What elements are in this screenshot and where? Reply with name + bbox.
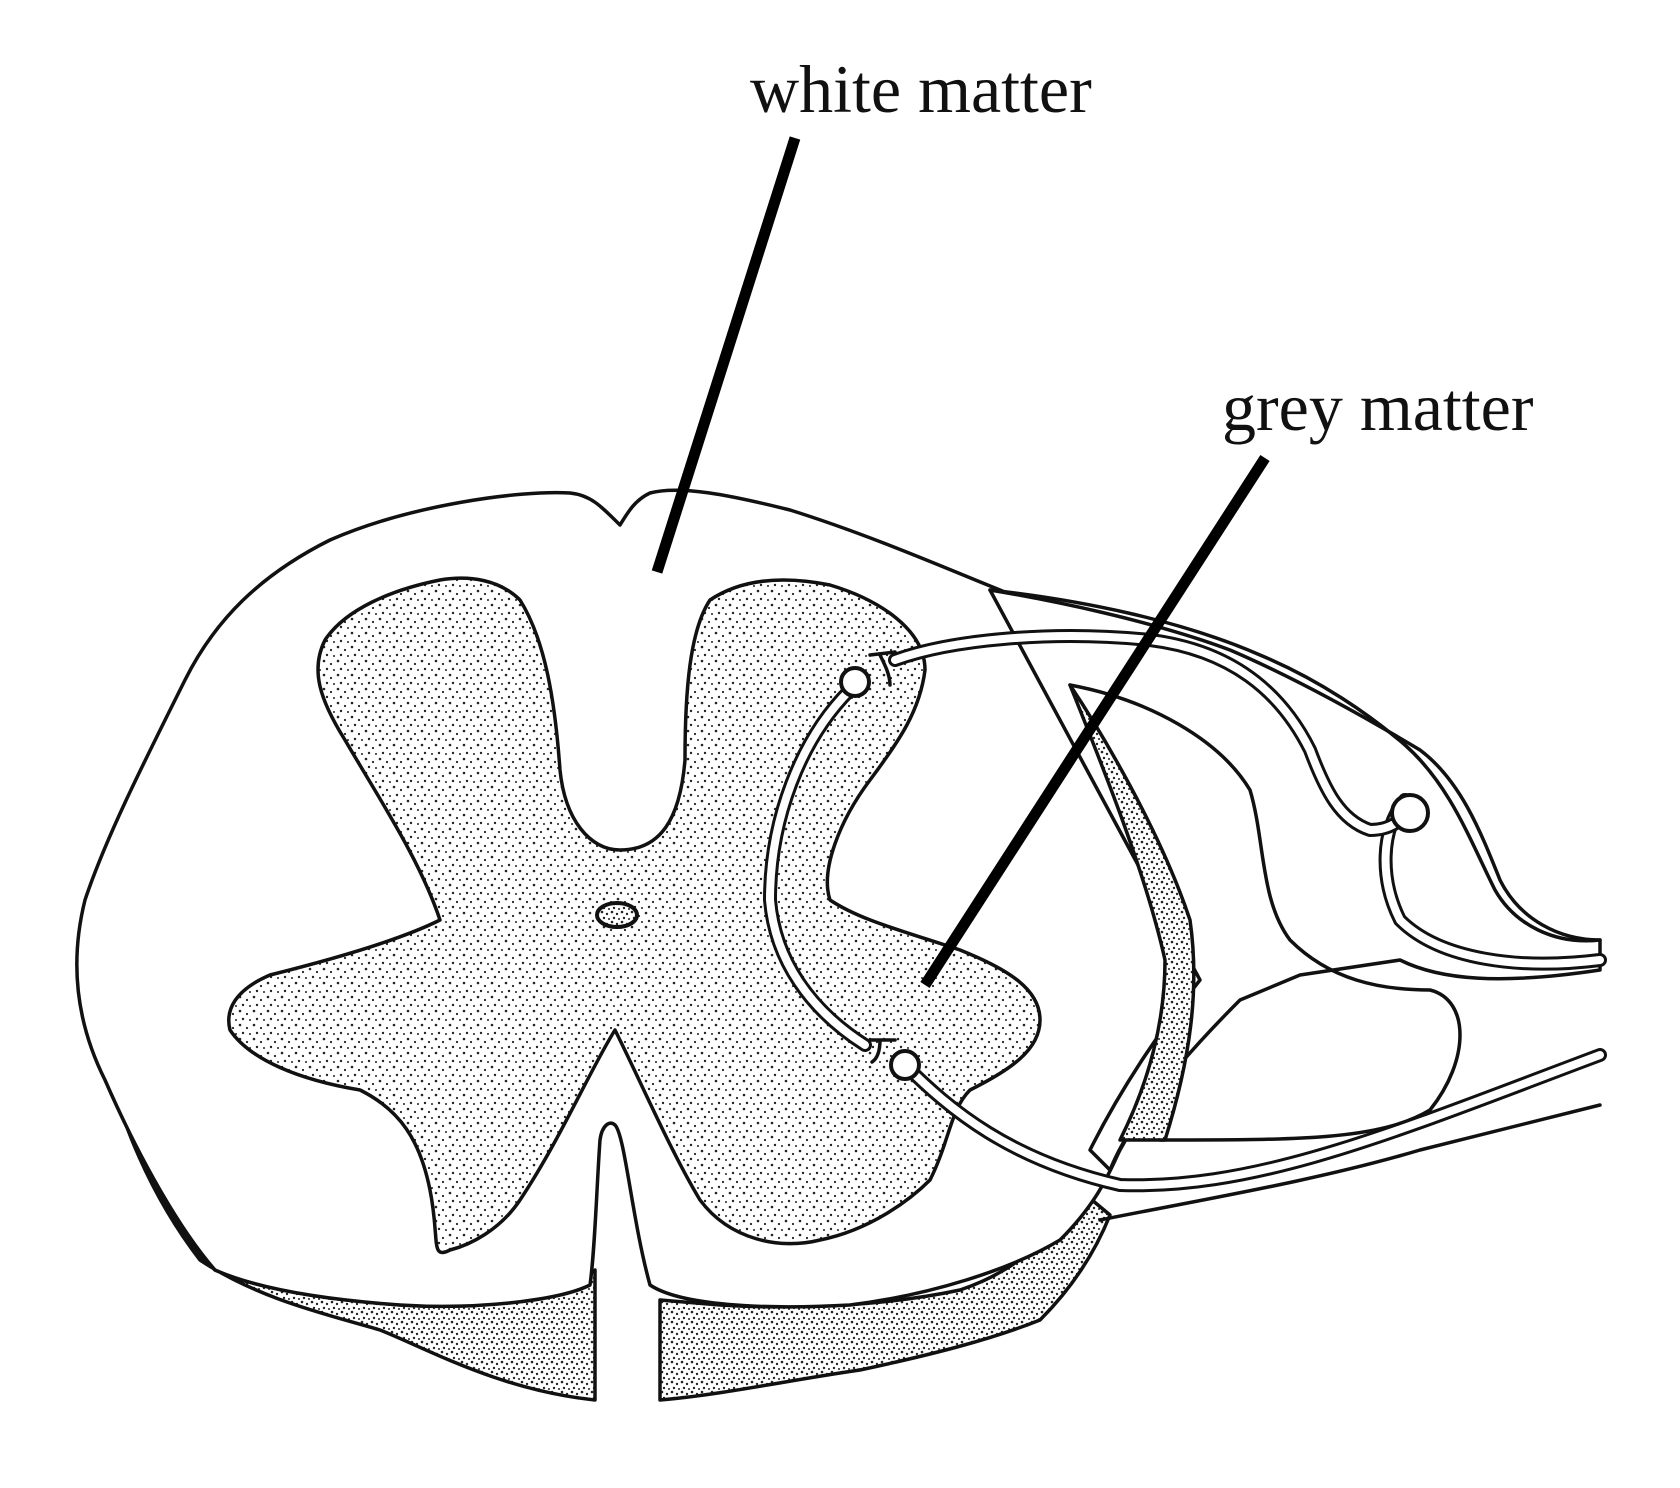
grey-matter-leader-line (920, 455, 1270, 988)
spinal-nerve-outline (988, 588, 1602, 1172)
dorsal-root-fibre-inner (891, 632, 1414, 834)
nerve-upper-edge (988, 588, 1602, 943)
cord-lower-edge-right (658, 1188, 1112, 1402)
sensory-fibre-inner (1381, 796, 1604, 968)
motor-neuron-cell-body (889, 1049, 921, 1081)
motor-fibre-inner (901, 1051, 1604, 1190)
ventral-root-wedge (1068, 683, 1196, 1142)
ganglion-cell-body (1390, 793, 1430, 833)
interneuron-arc-inner (766, 686, 869, 1049)
grey-matter-label: grey matter (1222, 369, 1534, 445)
central-canal (595, 901, 639, 929)
lower-synapse (868, 1038, 897, 1064)
nerve-lower-edge (1098, 1103, 1602, 1222)
white-matter-leader-line (651, 136, 801, 574)
interneuron-cell-body (839, 666, 871, 698)
upper-synapse (868, 650, 897, 687)
white-matter-label: white matter (750, 51, 1092, 127)
